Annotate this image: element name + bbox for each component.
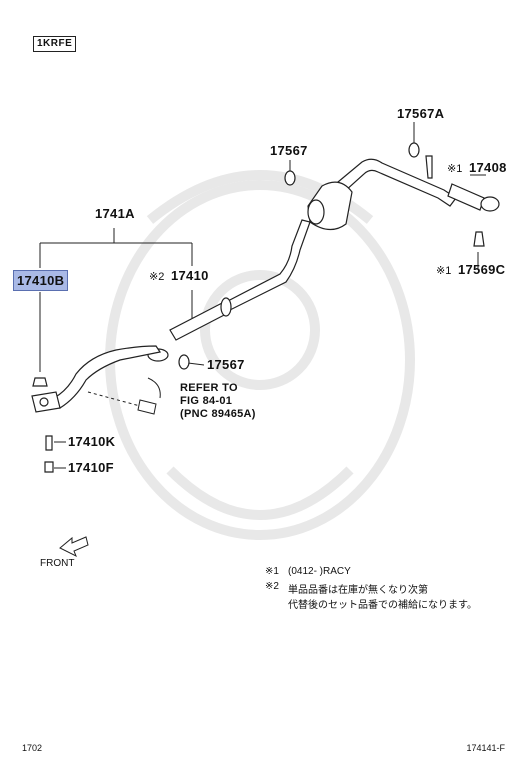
part-label-17567-top[interactable]: 17567 <box>270 143 308 158</box>
note-mark-1a: ※1 <box>447 163 463 175</box>
note-2-line-1: 単品品番は在庫が無くなり次第 <box>288 585 428 596</box>
engine-tag: 1KRFE <box>33 36 77 52</box>
note-mark-2: ※2 <box>149 271 165 283</box>
part-label-17569C[interactable]: 17569C <box>458 262 506 277</box>
front-label: FRONT <box>40 558 75 569</box>
part-label-17410K[interactable]: 17410K <box>68 434 116 449</box>
refer-line-3: (PNC 89465A) <box>180 408 256 420</box>
footer-left-code: 1702 <box>22 743 43 753</box>
part-label-17410[interactable]: 17410 <box>171 268 209 283</box>
footer-right-code: 174141-F <box>466 743 505 753</box>
note-mark-1b: ※1 <box>436 265 452 277</box>
refer-note[interactable]: REFER TO FIG 84-01 (PNC 89465A) <box>180 382 256 421</box>
note-1-text: (0412- )RACY <box>288 566 351 577</box>
leader-lines <box>54 122 486 469</box>
note-2-mark: ※2 <box>265 581 279 592</box>
refer-line-2: FIG 84-01 <box>180 395 233 407</box>
part-label-17410B-highlighted[interactable]: 17410B <box>13 270 69 291</box>
front-arrow-icon <box>59 536 89 558</box>
exhaust-pipe <box>31 158 500 413</box>
note-1-mark: ※1 <box>265 566 279 577</box>
part-label-17567A[interactable]: 17567A <box>397 106 445 121</box>
group-bracket <box>39 228 193 372</box>
part-label-1741A[interactable]: 1741A <box>95 206 135 221</box>
refer-line-1: REFER TO <box>180 382 238 394</box>
oxygen-sensor <box>87 377 161 415</box>
part-label-17410F[interactable]: 17410F <box>68 460 114 475</box>
part-label-17567-mid[interactable]: 17567 <box>207 357 245 372</box>
note-2-line-2: 代替後のセット品番での補給になります。 <box>288 600 477 611</box>
part-label-17408[interactable]: 17408 <box>469 160 507 175</box>
hangers <box>32 142 485 473</box>
